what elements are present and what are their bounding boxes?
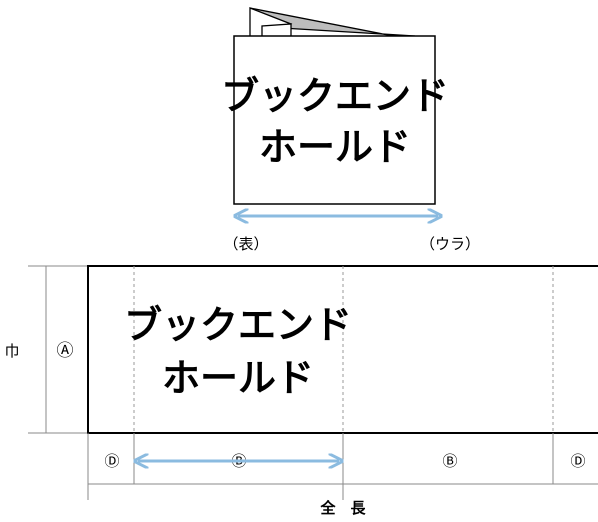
total-length-label: 全 長 [319, 499, 366, 517]
front-label: （表） [223, 235, 268, 253]
panel-marker-d-right: Ⓓ [570, 452, 585, 470]
back-label: （ウラ） [420, 235, 480, 253]
width-label: 巾 [4, 342, 19, 360]
flat-layout: 巾 Ⓐ ブックエンド ホールド Ⓓ Ⓑ Ⓑ Ⓓ 全 長 [4, 265, 598, 517]
width-marker: Ⓐ [57, 341, 74, 361]
panel-marker-d-left: Ⓓ [104, 452, 119, 470]
flat-title-line1: ブックエンド [124, 303, 352, 347]
card-title-line1: ブックエンド [221, 74, 449, 118]
flat-title-line2: ホールド [162, 356, 314, 400]
panel-marker-b-back: Ⓑ [442, 452, 457, 470]
card-front-panel [233, 35, 436, 205]
folded-card: ブックエンド ホールド [221, 7, 449, 205]
card-title-line2: ホールド [259, 125, 411, 169]
